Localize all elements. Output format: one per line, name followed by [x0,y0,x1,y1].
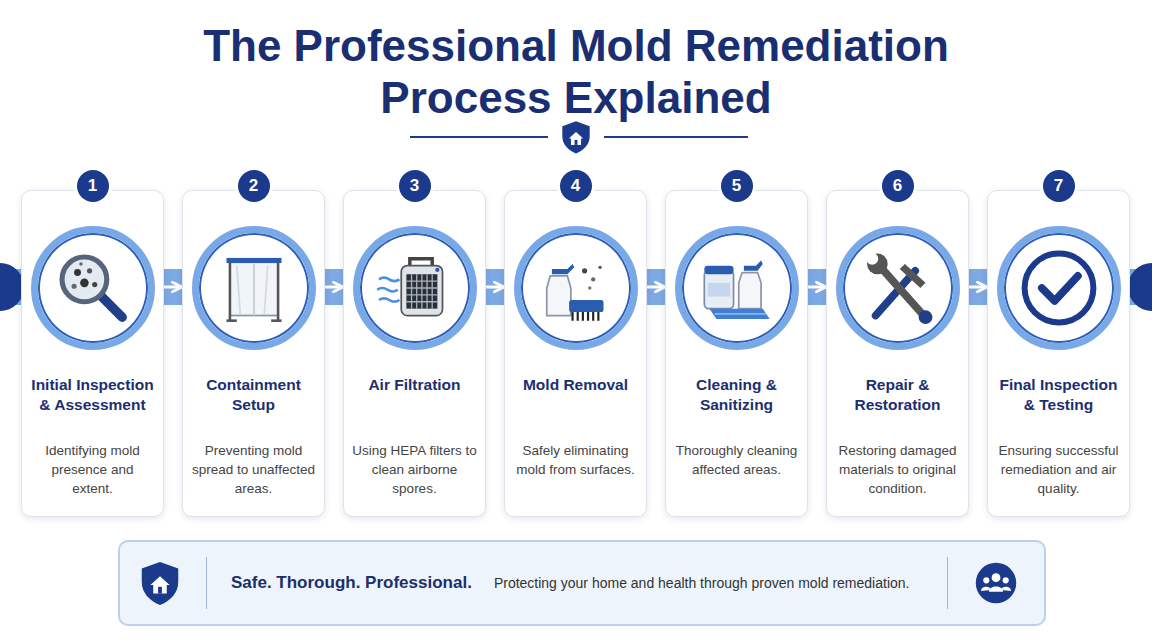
divider [947,557,948,609]
flow-arrow [325,286,343,289]
step-number: 2 [238,170,270,202]
step-number: 7 [1043,170,1075,202]
icon-ring [836,226,960,350]
people-icon-art [976,563,1016,603]
step-icon [372,245,458,331]
title-rule [604,136,748,138]
step-icon-art [226,258,281,321]
step-card: 4Mold RemovalSafely eliminating mold fro… [504,190,647,517]
flow-arrow [486,286,504,289]
icon-ring [31,226,155,350]
step-description: Using HEPA filters to clean airborne spo… [352,441,477,498]
step-icon-art [546,264,603,321]
step-description: Ensuring successful remediation and air … [996,441,1121,498]
step-number: 3 [399,170,431,202]
step-description: Safely eliminating mold from surfaces. [513,441,638,479]
step-icon-art [704,260,769,318]
step-icon-art [377,259,442,316]
icon-ring [675,226,799,350]
step-heading: Final Inspection & Testing [993,375,1124,415]
flow-arrow [164,286,182,289]
step-heading: Initial Inspection & Assessment [27,375,158,415]
flow-arrow [647,286,665,289]
summary-banner: Safe. Thorough. Professional. Protecting … [118,540,1046,626]
step-heading: Repair & Restoration [832,375,963,415]
shield-icon-art [142,562,178,605]
step-description: Preventing mold spread to unaffected are… [191,441,316,498]
step-icon [694,245,780,331]
banner-heading: Safe. Thorough. Professional. [231,573,472,593]
step-number: 5 [721,170,753,202]
flow-arrow [808,286,826,289]
step-icon [211,245,297,331]
icon-ring [353,226,477,350]
step-card: 6Repair & RestorationRestoring damaged m… [826,190,969,517]
step-number: 6 [882,170,914,202]
icon-ring [997,226,1121,350]
diagram-title: The Professional Mold Remediation Proces… [126,20,1026,124]
step-icon-art [1024,254,1093,323]
step-card: 2Containment SetupPreventing mold spread… [182,190,325,517]
step-description: Identifying mold presence and extent. [30,441,155,498]
icon-ring [192,226,316,350]
step-icon-art [62,257,122,317]
shield-icon [562,121,589,153]
divider [206,557,207,609]
step-icon [1016,245,1102,331]
step-heading: Mold Removal [510,375,641,395]
step-description: Thoroughly cleaning affected areas. [674,441,799,479]
step-heading: Cleaning & Sanitizing [671,375,802,415]
icon-ring [514,226,638,350]
title-rule [410,136,548,138]
step-heading: Air Filtration [349,375,480,395]
step-heading: Containment Setup [188,375,319,415]
step-icon-art [866,253,932,324]
step-number: 1 [77,170,109,202]
step-icon [533,245,619,331]
banner-text: Protecting your home and health through … [494,575,947,591]
step-icon [50,245,136,331]
step-number: 4 [560,170,592,202]
step-card: 5Cleaning & SanitizingThoroughly cleanin… [665,190,808,517]
step-card: 1Initial Inspection & AssessmentIdentify… [21,190,164,517]
step-icon [855,245,941,331]
flow-arrow [969,286,987,289]
step-card: 3Air FiltrationUsing HEPA filters to cle… [343,190,486,517]
band-end [1128,263,1152,311]
people-icon [974,561,1018,605]
step-description: Restoring damaged materials to original … [835,441,960,498]
step-card: 7Final Inspection & TestingEnsuring succ… [987,190,1130,517]
shield-icon [136,559,184,607]
